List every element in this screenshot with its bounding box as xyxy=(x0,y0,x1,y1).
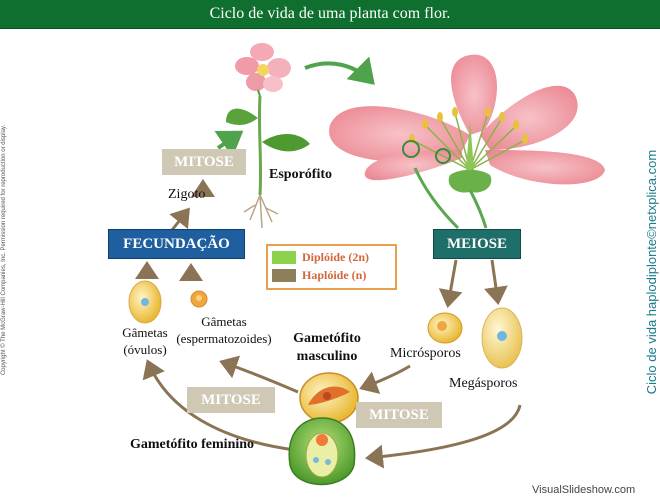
arrow-meiose-to-microsporos xyxy=(438,259,463,308)
label-megasporos: Megásporos xyxy=(449,376,518,391)
label-microsporos: Micrósporos xyxy=(390,346,461,361)
female-gametophyte-icon xyxy=(288,417,356,486)
legend: Diplóide (2n) Haplóide (n) xyxy=(266,244,397,290)
label-esporofito: Esporófito xyxy=(269,167,332,182)
label-gametofito-masculino-2: masculino xyxy=(296,349,358,364)
legend-label-diploid: Diplóide (2n) xyxy=(302,250,370,264)
legend-label-haploid: Haplóide (n) xyxy=(302,268,367,282)
arrow-flower-to-meiose-right xyxy=(468,189,488,229)
legend-swatch-haploid xyxy=(272,269,296,282)
watermark-link[interactable]: VisualSlideshow.com xyxy=(532,484,636,496)
ovule-cell-icon xyxy=(128,280,162,324)
arrow-gametofito-masculino-to-gametas xyxy=(219,355,299,394)
label-gametofito-masculino-1: Gametófito xyxy=(293,331,361,346)
label-gametofito-feminino: Gametófito feminino xyxy=(130,437,255,452)
arrow-meiose-to-megasporos xyxy=(483,259,508,305)
meiose-box: MEIOSE xyxy=(433,229,521,259)
label-gametas-ovulos-1: Gâmetas xyxy=(122,325,168,340)
legend-swatch-diploid xyxy=(272,251,296,264)
slide-title: Ciclo de vida de uma planta com flor. xyxy=(209,5,451,22)
microspore-icon xyxy=(427,312,463,344)
arrow-megasporos-to-gametofito-feminino xyxy=(365,404,522,469)
male-gametophyte-icon xyxy=(299,372,359,424)
arrow-flower-to-large xyxy=(304,56,375,85)
arrow-fecundacao-to-zigoto xyxy=(169,207,190,231)
copyright-text: Copyright © The McGraw-Hill Companies, I… xyxy=(1,124,7,376)
arrow-flower-to-meiose-left xyxy=(413,167,460,230)
large-flower-icon xyxy=(329,54,605,193)
label-zigoto: Zigoto xyxy=(168,187,206,202)
label-gametas-ovulos-2: (óvulos) xyxy=(123,342,167,357)
sperm-cell-icon xyxy=(190,290,208,308)
small-flower-icon xyxy=(235,43,291,97)
megaspore-icon xyxy=(481,307,523,369)
mitose-box-left: MITOSE xyxy=(187,387,275,413)
arrow-mitose-to-seedling xyxy=(214,130,244,158)
arrow-gametofito-feminino-to-ovulos xyxy=(142,359,296,452)
arrow-microsporos-to-gametofito xyxy=(359,364,411,394)
seedling-icon xyxy=(226,95,310,229)
fecundacao-box: FECUNDAÇÃO xyxy=(108,229,245,259)
mitose-box-right: MITOSE xyxy=(356,402,442,428)
title-bar xyxy=(0,0,660,29)
label-gametas-esperm-1: Gâmetas xyxy=(201,314,247,329)
mitose-box-top: MITOSE xyxy=(162,149,246,175)
label-gametas-esperm-2: (espermatozoides) xyxy=(176,331,272,346)
side-credit-text: Ciclo de vida haplodiplonte©netxplica.co… xyxy=(644,149,659,395)
